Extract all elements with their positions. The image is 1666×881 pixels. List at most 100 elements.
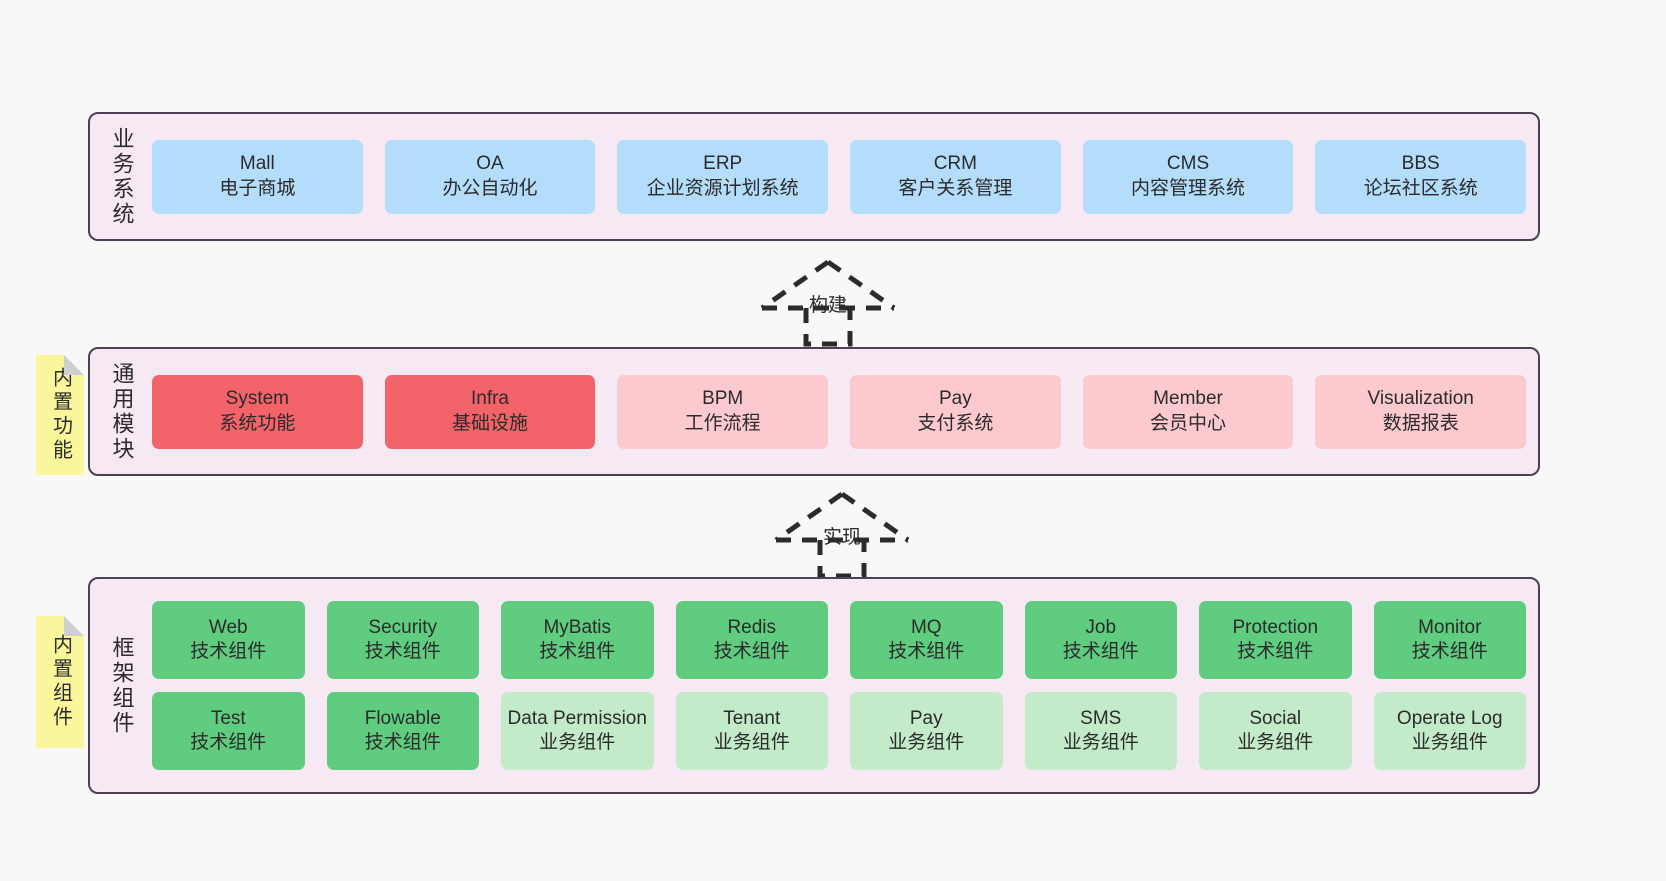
component-card-web[interactable]: Web 技术组件 [152, 601, 305, 679]
component-desc: 支付系统 [917, 412, 994, 434]
component-name: Job [1085, 616, 1117, 638]
component-name: Flowable [364, 707, 441, 729]
component-desc: 技术组件 [539, 641, 616, 662]
component-card-bbs[interactable]: BBS 论坛社区系统 [1315, 139, 1527, 214]
component-card-security[interactable]: Security 技术组件 [326, 601, 479, 679]
component-name: Mall [239, 153, 275, 175]
component-row-technical: Web 技术组件 Security 技术组件 MyBatis 技术组件 Redi… [152, 601, 1526, 679]
component-name: Operate Log [1396, 707, 1503, 729]
component-card-mybatis[interactable]: MyBatis 技术组件 [501, 601, 654, 679]
component-name: Redis [727, 616, 777, 638]
layer-title-business-systems: 业务系统 [109, 126, 135, 227]
component-desc: 业务组件 [539, 732, 616, 753]
component-desc: 技术组件 [1237, 641, 1314, 662]
layer-common-modules: 通用模块 System 系统功能 Infra 基础设施 BPM 工作流程 Pay… [88, 347, 1540, 476]
component-card-infra[interactable]: Infra 基础设施 [384, 374, 596, 449]
component-desc: 论坛社区系统 [1363, 177, 1478, 199]
sticky-note-label: 内置功能 [49, 367, 72, 463]
component-row: Mall 电子商城 OA 办公自动化 ERP 企业资源计划系统 CRM 客户关系… [152, 139, 1527, 214]
component-card-oa[interactable]: OA 办公自动化 [384, 139, 596, 214]
component-name: Test [210, 707, 246, 729]
component-name: Tenant [723, 707, 781, 729]
component-desc: 业务组件 [1062, 732, 1139, 753]
component-card-operate-log[interactable]: Operate Log 业务组件 [1373, 692, 1526, 770]
component-desc: 会员中心 [1150, 412, 1227, 434]
component-desc: 技术组件 [1062, 641, 1139, 662]
sticky-note-label: 内置组件 [49, 634, 72, 730]
layer-body: Web 技术组件 Security 技术组件 MyBatis 技术组件 Redi… [142, 589, 1526, 782]
component-desc: 内容管理系统 [1131, 177, 1246, 199]
component-card-pay-business[interactable]: Pay 业务组件 [850, 692, 1003, 770]
component-card-tenant[interactable]: Tenant 业务组件 [675, 692, 828, 770]
component-card-job[interactable]: Job 技术组件 [1024, 601, 1177, 679]
component-name: Web [208, 616, 248, 638]
component-name: SMS [1080, 707, 1122, 729]
component-desc: 技术组件 [190, 732, 267, 753]
component-desc: 业务组件 [1411, 732, 1488, 753]
component-card-cms[interactable]: CMS 内容管理系统 [1082, 139, 1294, 214]
connector-label-implement: 实现 [822, 527, 862, 548]
component-desc: 技术组件 [1411, 641, 1488, 662]
component-name: BBS [1401, 153, 1440, 175]
component-desc: 企业资源计划系统 [646, 177, 799, 199]
component-card-monitor[interactable]: Monitor 技术组件 [1373, 601, 1526, 679]
component-desc: 技术组件 [190, 641, 267, 662]
component-card-sms[interactable]: SMS 业务组件 [1024, 692, 1177, 770]
component-name: Monitor [1418, 616, 1482, 638]
component-desc: 业务组件 [713, 732, 790, 753]
component-name: CMS [1166, 153, 1210, 175]
component-card-redis[interactable]: Redis 技术组件 [675, 601, 828, 679]
layer-framework-components: 框架组件 Web 技术组件 Security 技术组件 MyBatis 技术组件… [88, 577, 1540, 794]
layer-title-common-modules: 通用模块 [109, 361, 135, 462]
component-card-crm[interactable]: CRM 客户关系管理 [850, 139, 1061, 214]
generalization-arrow-icon [774, 491, 910, 579]
component-name: Social [1249, 707, 1302, 729]
component-card-pay[interactable]: Pay 支付系统 [850, 374, 1061, 449]
layer-body: Mall 电子商城 OA 办公自动化 ERP 企业资源计划系统 CRM 客户关系… [142, 124, 1527, 229]
component-card-bpm[interactable]: BPM 工作流程 [617, 374, 829, 449]
component-card-protection[interactable]: Protection 技术组件 [1199, 601, 1352, 679]
component-desc: 电子商城 [219, 177, 296, 199]
component-card-member[interactable]: Member 会员中心 [1082, 374, 1294, 449]
component-card-flowable[interactable]: Flowable 技术组件 [326, 692, 479, 770]
component-name: BPM [702, 388, 744, 410]
component-card-mall[interactable]: Mall 电子商城 [152, 139, 363, 214]
component-desc: 技术组件 [364, 641, 441, 662]
sticky-note-builtin-component: 内置组件 [36, 616, 84, 748]
component-name: OA [476, 153, 504, 175]
component-desc: 技术组件 [364, 732, 441, 753]
component-name: System [225, 388, 290, 410]
component-card-social[interactable]: Social 业务组件 [1199, 692, 1352, 770]
component-name: Member [1153, 388, 1223, 410]
component-desc: 客户关系管理 [898, 177, 1013, 199]
component-name: Pay [938, 388, 972, 410]
component-card-test[interactable]: Test 技术组件 [152, 692, 305, 770]
component-row-business: Test 技术组件 Flowable 技术组件 Data Permission … [152, 692, 1526, 770]
generalization-arrow-icon [760, 259, 896, 347]
component-row: System 系统功能 Infra 基础设施 BPM 工作流程 Pay 支付系统… [152, 374, 1527, 449]
component-desc: 业务组件 [1237, 732, 1314, 753]
component-card-mq[interactable]: MQ 技术组件 [850, 601, 1003, 679]
component-card-visualization[interactable]: Visualization 数据报表 [1315, 374, 1527, 449]
component-desc: 系统功能 [219, 412, 296, 434]
component-name: Security [368, 616, 438, 638]
component-card-system[interactable]: System 系统功能 [152, 374, 363, 449]
sticky-note-builtin-function: 内置功能 [36, 355, 84, 475]
component-desc: 技术组件 [713, 641, 790, 662]
layer-business-systems: 业务系统 Mall 电子商城 OA 办公自动化 ERP 企业资源计划系统 CRM… [88, 112, 1540, 241]
component-name: Protection [1232, 616, 1319, 638]
component-desc: 工作流程 [684, 412, 761, 434]
component-name: Pay [909, 707, 943, 729]
component-name: Infra [470, 388, 510, 410]
component-desc: 办公自动化 [442, 177, 538, 199]
component-name: MQ [910, 616, 942, 638]
component-desc: 技术组件 [888, 641, 965, 662]
component-name: Visualization [1367, 388, 1474, 410]
connector-label-build: 构建 [808, 295, 848, 316]
component-desc: 基础设施 [452, 412, 529, 434]
layer-body: System 系统功能 Infra 基础设施 BPM 工作流程 Pay 支付系统… [142, 359, 1527, 464]
component-card-data-permission[interactable]: Data Permission 业务组件 [501, 692, 654, 770]
component-card-erp[interactable]: ERP 企业资源计划系统 [617, 139, 829, 214]
connector-implement: 实现 [772, 490, 912, 579]
